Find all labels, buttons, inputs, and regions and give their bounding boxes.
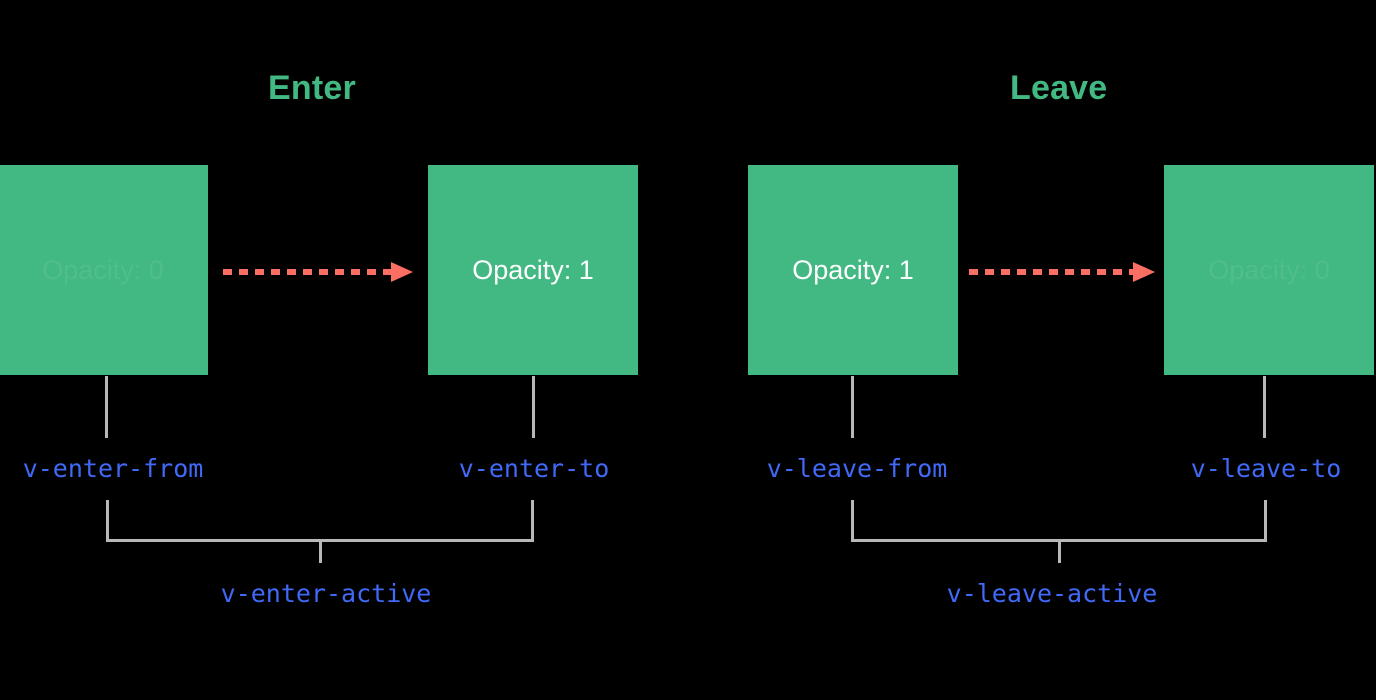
state-box-leave-from-label: Opacity: 1 [792,254,914,285]
class-label-v-enter-active: v-enter-active [220,579,432,608]
state-box-leave-to-label: Opacity: 0 [1208,254,1330,285]
span-bracket-leave-tick [1057,539,1061,563]
class-label-v-leave-active: v-leave-active [946,579,1158,608]
enter-transition-arrow-icon [223,262,413,282]
state-box-leave-to: Opacity: 0 [1164,165,1374,375]
span-bracket-enter-active [106,500,534,563]
class-label-v-enter-to: v-enter-to [458,454,610,483]
state-box-enter-from: Opacity: 0 [0,165,208,375]
section-title-leave: Leave [1010,69,1108,107]
state-box-enter-to: Opacity: 1 [428,165,638,375]
leave-arrow-head [1133,262,1155,282]
connector-stem-enter-from [105,376,108,438]
class-label-v-leave-to: v-leave-to [1190,454,1342,483]
leave-transition-arrow-icon [969,262,1155,282]
enter-arrow-dashes [223,269,391,275]
state-box-enter-from-label: Opacity: 0 [42,254,164,285]
span-bracket-enter-tick [318,539,322,563]
enter-arrow-head [391,262,413,282]
connector-stem-leave-to [1263,376,1266,438]
section-title-enter: Enter [268,69,356,107]
connector-stem-enter-to [532,376,535,438]
span-bracket-leave-active [851,500,1267,563]
class-label-v-enter-from: v-enter-from [22,454,204,483]
connector-stem-leave-from [851,376,854,438]
class-label-v-leave-from: v-leave-from [766,454,948,483]
state-box-enter-to-label: Opacity: 1 [472,254,594,285]
state-box-leave-from: Opacity: 1 [748,165,958,375]
leave-arrow-dashes [969,269,1133,275]
